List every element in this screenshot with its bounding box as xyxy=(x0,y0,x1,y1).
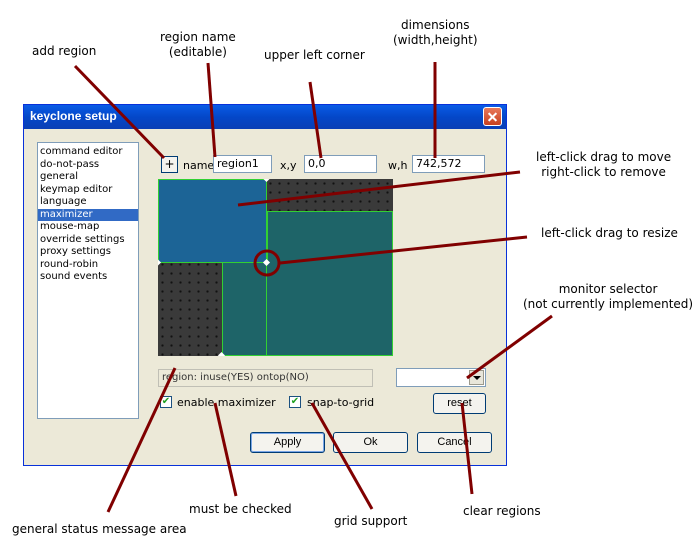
list-item[interactable]: language xyxy=(40,196,87,207)
must-check-line xyxy=(213,402,238,497)
callout-region-name: region name (editable) xyxy=(160,30,236,59)
keyclone-setup-window: keyclone setup command editor do-not-pas… xyxy=(23,104,507,466)
region-block[interactable] xyxy=(267,263,393,356)
callout-move: left-click drag to move right-click to r… xyxy=(536,150,672,179)
list-item[interactable]: command editor xyxy=(40,146,123,157)
ok-button[interactable]: Ok xyxy=(333,432,408,453)
window-title: keyclone setup xyxy=(30,109,117,123)
upper-left-input[interactable]: 0,0 xyxy=(304,155,377,173)
monitor-line xyxy=(466,314,553,380)
name-label: name xyxy=(183,159,215,172)
callout-grid: grid support xyxy=(334,514,408,528)
reset-button[interactable]: reset xyxy=(433,393,486,414)
clear-line xyxy=(460,402,474,495)
region-name-line xyxy=(206,62,217,158)
resize-line xyxy=(279,235,528,265)
monitor-selector[interactable] xyxy=(396,368,486,387)
add-region-line xyxy=(73,64,166,160)
callout-status-area: general status message area xyxy=(12,522,187,536)
list-item[interactable]: general xyxy=(40,171,79,182)
resize-highlight-circle xyxy=(253,249,281,277)
list-item[interactable]: round-robin xyxy=(40,258,99,270)
apply-button[interactable]: Apply xyxy=(250,432,325,453)
callout-monitor: monitor selector (not currently implemen… xyxy=(523,282,694,311)
dimensions-input[interactable]: 742,572 xyxy=(412,155,485,173)
region-block[interactable] xyxy=(222,263,267,356)
list-item[interactable]: do-not-pass xyxy=(40,158,100,170)
xy-label: x,y xyxy=(280,159,297,172)
close-button[interactable] xyxy=(483,107,502,126)
title-bar[interactable]: keyclone setup xyxy=(24,105,506,129)
callout-resize: left-click drag to resize xyxy=(541,226,678,240)
list-item[interactable]: sound events xyxy=(40,271,108,282)
list-item-selected[interactable]: maximizer xyxy=(38,208,138,221)
list-item[interactable]: override settings xyxy=(40,233,125,245)
status-area-line xyxy=(106,367,177,513)
callout-dimensions: dimensions (width,height) xyxy=(393,18,478,47)
enable-maximizer-label: enable maximizer xyxy=(177,396,276,409)
list-item[interactable]: proxy settings xyxy=(40,246,111,257)
region-selected[interactable] xyxy=(158,179,267,263)
callout-must-check: must be checked xyxy=(189,502,292,516)
cancel-button[interactable]: Cancel xyxy=(417,432,492,453)
snap-to-grid-checkbox[interactable]: ✔ xyxy=(289,396,301,408)
list-item[interactable]: mouse-map xyxy=(40,221,100,232)
wh-label: w,h xyxy=(388,159,408,172)
region-preview-canvas[interactable] xyxy=(158,179,393,356)
move-line xyxy=(237,170,521,207)
status-message-area: region: inuse(YES) ontop(NO) xyxy=(158,369,373,387)
callout-clear: clear regions xyxy=(463,504,541,518)
settings-list[interactable]: command editor do-not-pass general keyma… xyxy=(37,142,139,419)
callout-add-region: add region xyxy=(32,44,97,58)
region-name-input[interactable]: region1 xyxy=(213,155,272,173)
list-item[interactable]: keymap editor xyxy=(40,183,113,195)
add-region-button[interactable]: + xyxy=(161,156,178,173)
grid-line xyxy=(310,402,374,510)
upper-left-line xyxy=(308,81,323,159)
snap-to-grid-label: snap-to-grid xyxy=(307,396,375,409)
callout-upper-left: upper left corner xyxy=(264,48,365,62)
